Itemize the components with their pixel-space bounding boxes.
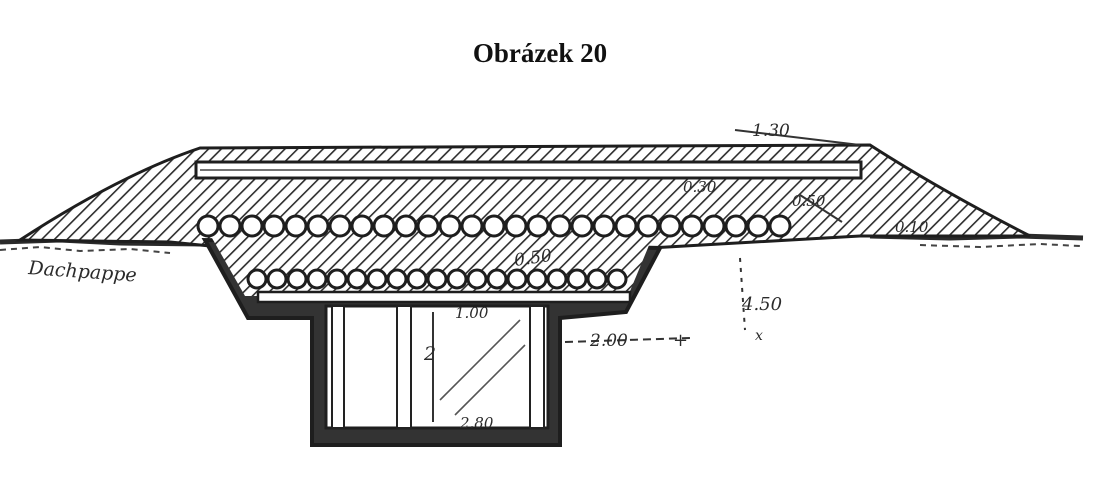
mark-plus: +	[673, 330, 688, 351]
log-circle	[246, 268, 268, 290]
log-circle	[350, 214, 374, 238]
log-circle	[262, 214, 286, 238]
log-circle	[266, 268, 288, 290]
log-circle	[426, 268, 448, 290]
dim-upper-layer: 0.30	[683, 178, 717, 196]
log-circle	[466, 268, 488, 290]
log-circle	[586, 268, 608, 290]
dim-chamber-slab: 1.00	[455, 304, 489, 322]
dim-slope-upper: 0.50	[792, 192, 826, 210]
log-circle	[386, 268, 408, 290]
dim-right-edge: 0.10	[895, 218, 929, 236]
mark-x: x	[755, 328, 763, 344]
log-circle	[614, 214, 638, 238]
log-circle	[482, 214, 506, 238]
log-circle	[326, 268, 348, 290]
log-circle	[284, 214, 308, 238]
dim-chamber-width: 2.00	[589, 331, 628, 351]
upper-roof-board	[194, 160, 863, 180]
log-circle	[504, 214, 528, 238]
upper-log-row	[196, 214, 792, 238]
log-circle	[306, 268, 328, 290]
log-circle	[546, 268, 568, 290]
dim-chamber-floor: 2.80	[459, 414, 494, 432]
lower-log-row	[246, 268, 628, 290]
log-circle	[196, 214, 220, 238]
log-circle	[486, 268, 508, 290]
label-dachpappe: Dachpappe	[27, 257, 138, 287]
dimension-lines	[564, 129, 861, 343]
log-circle	[306, 214, 330, 238]
log-circle	[768, 214, 792, 238]
log-circle	[346, 268, 368, 290]
log-circle	[592, 214, 616, 238]
log-circle	[394, 214, 418, 238]
chamber	[324, 304, 550, 430]
log-circle	[372, 214, 396, 238]
dim-depth: 4.50	[741, 294, 782, 315]
log-circle	[606, 268, 628, 290]
log-circle	[702, 214, 726, 238]
log-circle	[658, 214, 682, 238]
log-circle	[406, 268, 428, 290]
figure-caption: Obrázek 20	[472, 38, 608, 68]
log-circle	[506, 268, 528, 290]
log-circle	[548, 214, 572, 238]
log-circle	[460, 214, 484, 238]
chamber-slab	[256, 290, 632, 304]
log-circle	[570, 214, 594, 238]
log-circle	[416, 214, 440, 238]
log-circle	[636, 214, 660, 238]
log-circle	[724, 214, 748, 238]
log-circle	[328, 214, 352, 238]
log-circle	[240, 214, 264, 238]
log-circle	[746, 214, 770, 238]
log-circle	[366, 268, 388, 290]
dim-top-cover: 1.30	[752, 121, 790, 141]
log-circle	[446, 268, 468, 290]
log-circle	[286, 268, 308, 290]
dim-chamber-height: 2	[423, 343, 436, 365]
log-circle	[218, 214, 242, 238]
log-circle	[526, 214, 550, 238]
log-circle	[566, 268, 588, 290]
log-circle	[680, 214, 704, 238]
log-circle	[526, 268, 548, 290]
log-circle	[438, 214, 462, 238]
